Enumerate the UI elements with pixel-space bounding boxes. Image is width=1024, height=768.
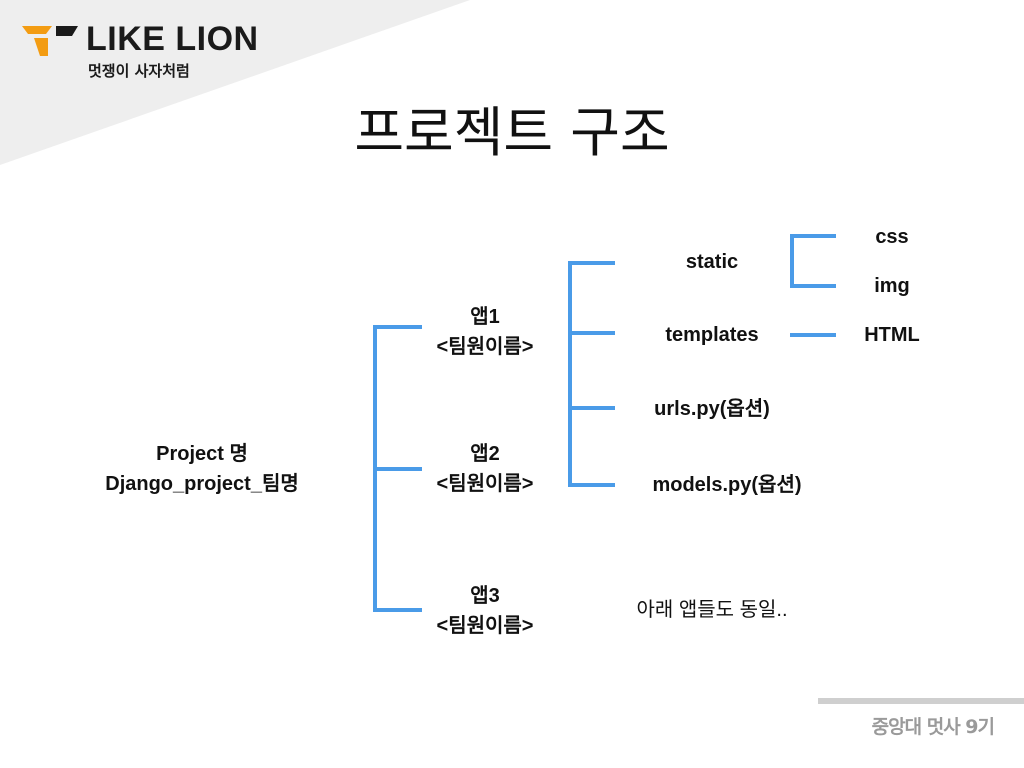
- project-name-label: Project 명: [156, 443, 248, 465]
- urls-label: urls.py(옵션): [654, 398, 770, 420]
- models-node: models.py(옵션): [612, 470, 842, 500]
- footer-label: 중앙대 멋사 9기: [871, 716, 995, 738]
- connector-project-to-apps: [373, 325, 422, 612]
- app3-node: 앱3 <팀원이름>: [415, 581, 555, 641]
- css-label: css: [875, 226, 909, 248]
- models-label: models.py(옵션): [652, 474, 802, 496]
- lion-logo-icon: [22, 26, 78, 56]
- app1-owner-label: <팀원이름>: [436, 336, 534, 358]
- img-node: img: [852, 271, 932, 301]
- app1-label: 앱1: [470, 306, 500, 328]
- project-node: Project 명 Django_project_팀명: [62, 439, 342, 499]
- static-label: static: [685, 251, 739, 273]
- static-node: static: [632, 247, 792, 277]
- templates-node: templates: [632, 320, 792, 350]
- templates-label: templates: [665, 324, 759, 346]
- project-folder-label: Django_project_팀명: [105, 473, 299, 495]
- page-title: 프로젝트 구조: [354, 101, 670, 164]
- note-label: 아래 앱들도 동일..: [636, 599, 788, 621]
- app1-node: 앱1 <팀원이름>: [415, 302, 555, 362]
- app3-label: 앱3: [470, 585, 500, 607]
- app2-node: 앱2 <팀원이름>: [415, 439, 555, 499]
- corner-background: [0, 0, 470, 165]
- footer-divider: [818, 698, 1024, 704]
- urls-node: urls.py(옵션): [612, 394, 812, 424]
- logo-subtitle: 멋쟁이 사자처럼: [88, 62, 190, 80]
- html-label: HTML: [864, 324, 920, 346]
- css-node: css: [852, 222, 932, 252]
- connector-static-to-children: [790, 234, 836, 288]
- note-node: 아래 앱들도 동일..: [602, 595, 822, 625]
- app2-label: 앱2: [470, 443, 500, 465]
- logo-text: LIKE LION: [86, 20, 259, 58]
- app2-owner-label: <팀원이름>: [436, 473, 534, 495]
- app3-owner-label: <팀원이름>: [436, 615, 534, 637]
- html-node: HTML: [847, 320, 937, 350]
- img-label: img: [874, 275, 910, 297]
- connector-app-to-contents: [568, 261, 615, 487]
